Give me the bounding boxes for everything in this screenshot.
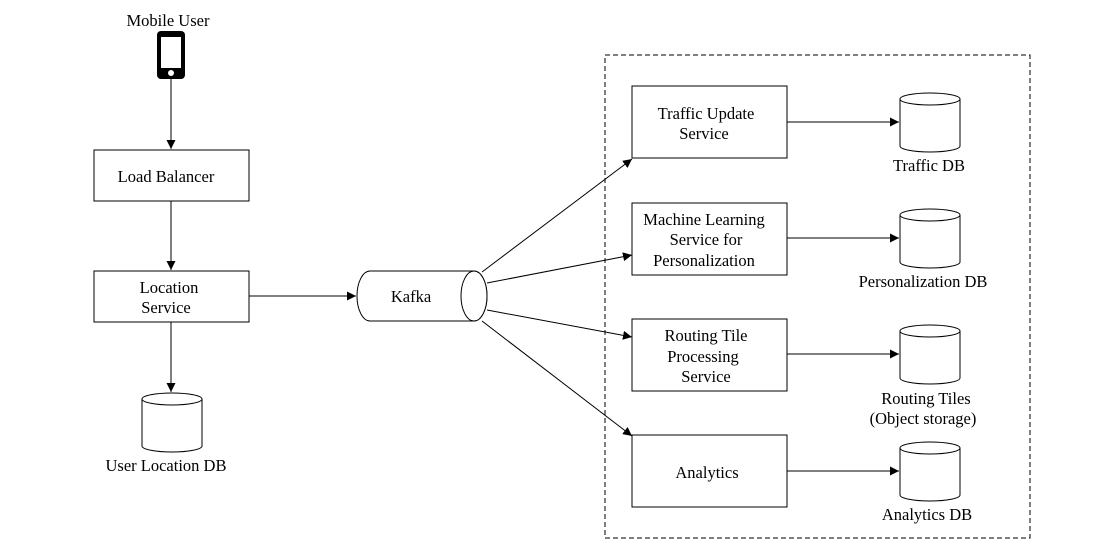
analytics-label: Analytics — [675, 463, 738, 482]
traffic-db-node: Traffic DB — [893, 92, 965, 175]
load-balancer-label: Load Balancer — [118, 167, 215, 186]
routing-tile-service-node: Routing Tile Processing Service — [631, 318, 788, 392]
routing-tile-label-line3: Service — [681, 367, 730, 386]
analytics-service-node: Analytics — [631, 434, 788, 508]
traffic-update-service-node: Traffic Update Service — [631, 85, 788, 159]
mobile-user-label: Mobile User — [127, 11, 210, 30]
kafka-node: Kafka — [356, 270, 488, 322]
smartphone-icon — [157, 31, 185, 79]
connectors — [166, 79, 899, 476]
traffic-db-label: Traffic DB — [893, 156, 965, 175]
location-service-node: Location Service — [93, 270, 250, 323]
routing-tiles-label-line2: (Object storage) — [870, 409, 977, 428]
routing-tile-label-line2: Processing — [667, 347, 739, 366]
user-location-db-node: User Location DB — [106, 392, 227, 475]
routing-tiles-db-node: Routing Tiles (Object storage) — [870, 324, 977, 428]
routing-tile-label-line1: Routing Tile — [665, 326, 748, 345]
edge-kafka-to-ml-personalization — [486, 252, 633, 284]
edge-kafka-to-routing-tile — [486, 309, 633, 340]
kafka-label: Kafka — [391, 287, 432, 306]
routing-tiles-label-line1: Routing Tiles — [881, 389, 970, 408]
edge-kafka-to-traffic-update — [481, 158, 633, 273]
edge-kafka-to-analytics — [481, 320, 633, 437]
personalization-db-label: Personalization DB — [859, 272, 988, 291]
user-location-db-label: User Location DB — [106, 456, 227, 475]
ml-label-line1: Machine Learning — [643, 210, 764, 229]
location-service-label-line2: Service — [141, 298, 190, 317]
ml-label-line2: Service for — [670, 230, 743, 249]
analytics-db-node: Analytics DB — [882, 441, 972, 524]
personalization-db-node: Personalization DB — [859, 208, 988, 291]
services-group-boundary — [604, 54, 1031, 539]
load-balancer-node: Load Balancer — [93, 149, 250, 202]
analytics-db-label: Analytics DB — [882, 505, 972, 524]
ml-personalization-service-node: Machine Learning Service for Personaliza… — [631, 202, 788, 276]
location-service-label-line1: Location — [140, 278, 199, 297]
traffic-update-label-line2: Service — [679, 124, 728, 143]
traffic-update-label-line1: Traffic Update — [658, 104, 755, 123]
ml-label-line3: Personalization — [653, 251, 755, 270]
